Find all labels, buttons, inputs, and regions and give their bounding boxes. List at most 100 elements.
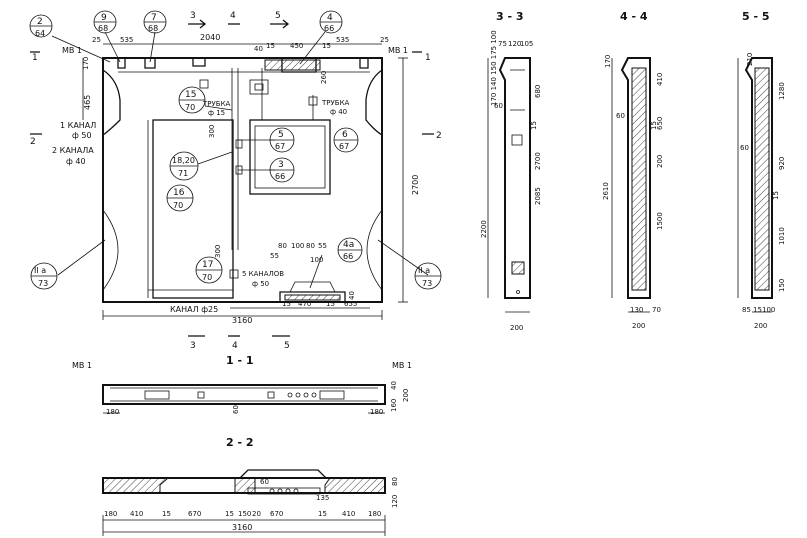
dim-s5-15: 15 bbox=[772, 191, 780, 200]
callout-16-70: 16 70 bbox=[166, 184, 194, 212]
dim-15a: 15 bbox=[266, 42, 275, 50]
section-2-2 bbox=[102, 469, 386, 536]
label-tube-40-b: ф 40 bbox=[330, 108, 347, 116]
dim-s4-170: 170 bbox=[604, 55, 612, 68]
svg-text:18,20: 18,20 bbox=[172, 156, 195, 165]
svg-text:16: 16 bbox=[173, 188, 185, 198]
dim-s5-1010: 1010 bbox=[778, 227, 786, 245]
svg-text:7: 7 bbox=[151, 13, 157, 23]
svg-text:73: 73 bbox=[422, 279, 432, 288]
callout-3-66: 3 66 bbox=[269, 157, 295, 183]
dim-s5-150: 150 bbox=[778, 279, 786, 292]
dim-s2-135: 135 bbox=[316, 494, 329, 502]
dim-s2-15a: 15 bbox=[162, 510, 171, 518]
title-section-1-1: 1 - 1 bbox=[226, 354, 254, 367]
callout-7-68: 7 68 bbox=[143, 10, 167, 34]
dim-s3-2700: 2700 bbox=[534, 152, 542, 170]
dim-15b: 15 bbox=[322, 42, 331, 50]
label-s1-mv1-left: МВ 1 bbox=[72, 361, 92, 370]
label-tube-15-b: ф 15 bbox=[208, 109, 225, 117]
section-mark-4-top: 4 bbox=[230, 11, 236, 21]
dim-s4-410: 410 bbox=[656, 73, 664, 86]
svg-text:67: 67 bbox=[275, 142, 285, 151]
title-section-4-4: 4 - 4 bbox=[620, 10, 648, 23]
dim-s5-210: 210 bbox=[746, 53, 754, 66]
dim-s3-75: 75 bbox=[498, 40, 507, 48]
dim-s4-200b: 200 bbox=[632, 322, 645, 330]
section-mark-3-top: 3 bbox=[190, 11, 196, 21]
callout-4a-66: 4а 66 bbox=[337, 237, 363, 263]
dim-2040: 2040 bbox=[200, 33, 220, 42]
dim-s5-60: 60 bbox=[740, 144, 749, 152]
callout-6-67: 6 67 bbox=[333, 127, 359, 153]
dim-15c: 15 bbox=[282, 300, 291, 308]
svg-text:66: 66 bbox=[275, 172, 285, 181]
dim-s3-120: 120 bbox=[508, 40, 521, 48]
dim-s1-60: 60 bbox=[232, 405, 240, 414]
dim-s2-15c: 15 bbox=[318, 510, 327, 518]
section-mark-5-top: 5 bbox=[275, 11, 281, 21]
dim-465: 465 bbox=[83, 95, 92, 110]
callout-9-68: 9 68 bbox=[93, 10, 117, 34]
dim-s5-100: 100 bbox=[762, 306, 775, 314]
section-mark-1-left: 1 bbox=[32, 53, 38, 63]
dim-s1-200: 200 bbox=[402, 389, 410, 402]
dim-300a: 300 bbox=[208, 125, 216, 138]
svg-text:64: 64 bbox=[35, 29, 45, 38]
label-channels-5-dia: ф 50 bbox=[252, 280, 269, 288]
dim-s3-200: 200 bbox=[510, 324, 523, 332]
dim-s2-20: 20 bbox=[252, 510, 261, 518]
dim-s1-160: 160 bbox=[390, 399, 398, 412]
dim-100: 100 bbox=[291, 242, 304, 250]
callout-5-67: 5 67 bbox=[269, 127, 295, 153]
dim-25b: 25 bbox=[380, 36, 389, 44]
dim-s2-670a: 670 bbox=[188, 510, 201, 518]
svg-text:67: 67 bbox=[339, 142, 349, 151]
dim-s2-410a: 410 bbox=[130, 510, 143, 518]
dim-s4-2610: 2610 bbox=[602, 182, 610, 200]
svg-text:68: 68 bbox=[148, 24, 158, 33]
dim-55a: 55 bbox=[318, 242, 327, 250]
section-1-1 bbox=[102, 384, 386, 414]
svg-text:II а: II а bbox=[34, 266, 46, 275]
svg-text:4а: 4а bbox=[343, 240, 354, 250]
label-channels-2: 2 КАНАЛА bbox=[52, 146, 94, 155]
dim-40b: 40 bbox=[348, 291, 356, 300]
section-mark-5-bottom: 5 bbox=[284, 341, 290, 351]
svg-text:73: 73 bbox=[38, 279, 48, 288]
dim-170: 170 bbox=[82, 57, 90, 70]
callout-17-70: 17 70 bbox=[195, 256, 223, 284]
svg-text:15: 15 bbox=[185, 90, 196, 100]
label-channels-5: 5 КАНАЛОВ bbox=[242, 270, 284, 278]
dim-s4-70: 70 bbox=[652, 306, 661, 314]
dim-s5-85: 85 bbox=[742, 306, 751, 314]
dim-535a: 535 bbox=[120, 36, 133, 44]
section-5-5 bbox=[737, 57, 773, 313]
dim-s3-top-stack: 170 140 150 175 100 bbox=[490, 30, 498, 106]
dim-260: 260 bbox=[320, 71, 328, 84]
dim-s5-1280: 1280 bbox=[778, 82, 786, 100]
svg-text:2: 2 bbox=[37, 17, 43, 27]
dim-s5-200: 200 bbox=[754, 322, 767, 330]
dim-655: 655 bbox=[344, 300, 357, 308]
label-mv1-left: МВ 1 bbox=[62, 46, 82, 55]
dim-s2-180a: 180 bbox=[104, 510, 117, 518]
dim-s1-40: 40 bbox=[390, 381, 398, 390]
dim-s1-180b: 180 bbox=[370, 408, 383, 416]
dim-s3-60: 60 bbox=[494, 102, 503, 110]
label-channel-1-dia: ф 50 bbox=[72, 131, 92, 140]
label-channels-2-dia: ф 40 bbox=[66, 157, 86, 166]
dim-s4-1500: 1500 bbox=[656, 212, 664, 230]
dim-s5-920: 920 bbox=[778, 157, 786, 170]
title-section-5-5: 5 - 5 bbox=[742, 10, 770, 23]
dim-40a: 40 bbox=[254, 45, 263, 53]
section-3-3 bbox=[487, 57, 531, 313]
section-mark-2-right: 2 bbox=[436, 131, 442, 141]
section-mark-1-right: 1 bbox=[425, 53, 431, 63]
label-s1-mv1-right: МВ 1 bbox=[392, 361, 412, 370]
label-tube-40-a: ТРУБКА bbox=[321, 99, 350, 107]
callout-15-70: 15 70 bbox=[178, 86, 206, 114]
svg-text:3: 3 bbox=[278, 160, 284, 170]
svg-text:68: 68 bbox=[98, 24, 108, 33]
